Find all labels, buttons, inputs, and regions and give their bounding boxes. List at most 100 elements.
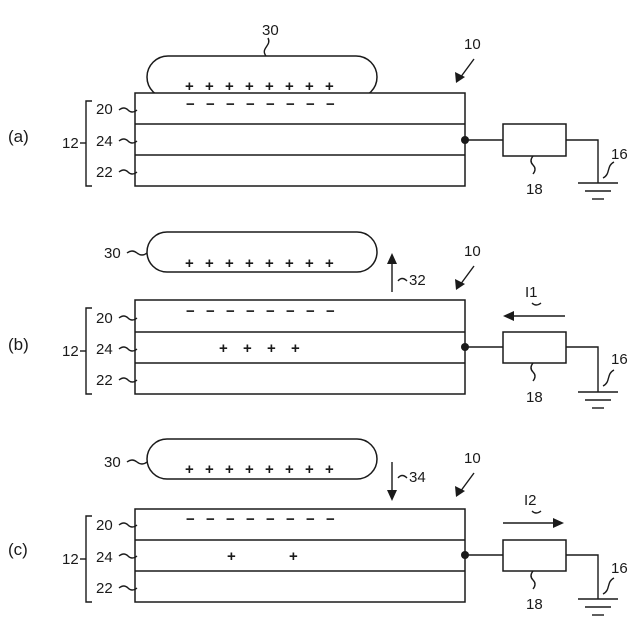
ground-label: 16 <box>611 146 628 163</box>
charged-object <box>147 232 377 272</box>
positive-charge: + <box>285 461 294 478</box>
positive-charge: + <box>227 548 236 565</box>
current-label: I2 <box>524 492 537 509</box>
object-leader-line <box>264 38 269 56</box>
positive-charge: + <box>289 548 298 565</box>
panel-label: (b) <box>8 335 29 354</box>
device-pointer-line <box>460 59 474 78</box>
positive-charge: + <box>325 255 334 272</box>
negative-charge: − <box>226 303 235 320</box>
leader-line <box>531 156 535 174</box>
negative-charge: − <box>226 511 235 528</box>
negative-charge: − <box>266 303 275 320</box>
current-label: I1 <box>525 284 538 301</box>
negative-charge: − <box>286 303 295 320</box>
ground-label: 16 <box>611 560 628 577</box>
charged-object <box>147 439 377 479</box>
layer-stack <box>135 93 465 186</box>
bottom-layer-label: 22 <box>96 164 113 181</box>
positive-charge: + <box>205 461 214 478</box>
panel-label: (a) <box>8 127 29 146</box>
object-label: 30 <box>262 22 279 39</box>
device-label: 10 <box>464 450 481 467</box>
ground-icon <box>578 392 618 408</box>
positive-charge: + <box>267 340 276 357</box>
resistor-label: 18 <box>526 389 543 406</box>
leader-line <box>603 162 614 178</box>
ground-label: 16 <box>611 351 628 368</box>
positive-charge: + <box>185 255 194 272</box>
negative-charge: − <box>186 303 195 320</box>
negative-charge: − <box>286 511 295 528</box>
device-pointer-line <box>460 473 474 492</box>
layer-stack <box>135 300 465 394</box>
stack-label: 12 <box>62 135 79 152</box>
negative-charge: − <box>206 511 215 528</box>
negative-charge: − <box>306 303 315 320</box>
positive-charge: + <box>291 340 300 357</box>
panel-label: (c) <box>8 540 28 559</box>
leader-line <box>532 303 541 305</box>
charged-object <box>147 56 377 98</box>
device-label: 10 <box>464 243 481 260</box>
stack-label: 12 <box>62 343 79 360</box>
stack-bracket <box>86 101 92 186</box>
middle-layer-label: 24 <box>96 133 113 150</box>
leader-line <box>532 511 541 513</box>
arrow-right-icon <box>553 518 564 528</box>
resistor <box>503 332 566 363</box>
positive-charge: + <box>245 255 254 272</box>
top-layer-label: 20 <box>96 101 113 118</box>
middle-layer-label: 24 <box>96 549 113 566</box>
stack-outline <box>135 93 465 186</box>
leader-line <box>127 251 147 255</box>
arrow-down-icon <box>387 490 397 501</box>
negative-charge: − <box>246 511 255 528</box>
motion-label: 34 <box>409 469 426 486</box>
negative-charge: − <box>206 303 215 320</box>
resistor <box>503 124 566 156</box>
middle-layer-label: 24 <box>96 341 113 358</box>
wire <box>566 555 598 599</box>
panel-c: (c) 30 + + + + + + + + 34 − − − − − <box>8 439 628 615</box>
negative-charge: − <box>266 511 275 528</box>
negative-charge: − <box>206 96 215 113</box>
bottom-layer-label: 22 <box>96 580 113 597</box>
negative-charge: − <box>326 303 335 320</box>
positive-charge: + <box>265 255 274 272</box>
layer-stack <box>135 509 465 602</box>
negative-charge: − <box>186 511 195 528</box>
positive-charge: + <box>325 461 334 478</box>
ground-icon <box>578 599 618 615</box>
positive-charge: + <box>219 340 228 357</box>
motion-label: 32 <box>409 272 426 289</box>
positive-charge: + <box>225 255 234 272</box>
panel-b: (b) 30 + + + + + + + + 32 − − − − − <box>8 232 628 408</box>
positive-charge: + <box>225 461 234 478</box>
negative-charge: − <box>286 96 295 113</box>
stack-bracket <box>86 516 92 602</box>
positive-charge: + <box>245 461 254 478</box>
positive-charge: + <box>205 255 214 272</box>
wire <box>566 140 598 183</box>
negative-charge: − <box>246 96 255 113</box>
ground-icon <box>578 183 618 199</box>
leader-line <box>531 571 535 589</box>
negative-charge: − <box>186 96 195 113</box>
negative-charge: − <box>326 96 335 113</box>
resistor-label: 18 <box>526 596 543 613</box>
positive-charge: + <box>243 340 252 357</box>
negative-charge: − <box>306 511 315 528</box>
resistor <box>503 540 566 571</box>
negative-charge: − <box>306 96 315 113</box>
stack-outline <box>135 300 465 394</box>
arrow-left-icon <box>503 311 514 321</box>
negative-charge: − <box>326 511 335 528</box>
negative-charge: − <box>246 303 255 320</box>
leader-line <box>398 279 407 282</box>
arrow-up-icon <box>387 253 397 264</box>
leader-line <box>531 363 535 381</box>
top-layer-label: 20 <box>96 310 113 327</box>
object-label: 30 <box>104 245 121 262</box>
